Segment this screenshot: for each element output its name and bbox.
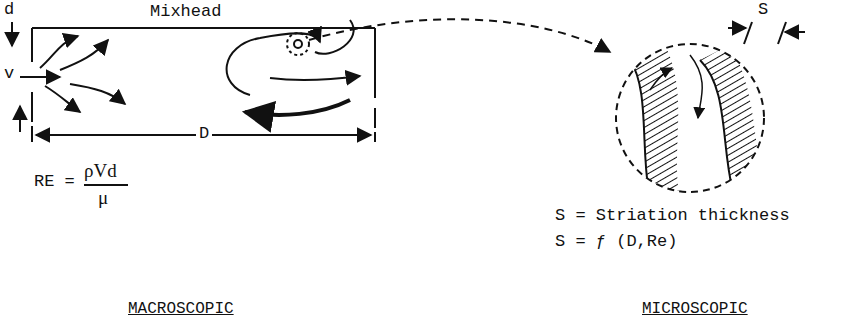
dimension-label: S <box>758 0 768 20</box>
formula-denominator: μ <box>98 187 108 210</box>
formula-numerator: ρVd <box>84 160 117 183</box>
dimension-label: D <box>196 124 212 144</box>
definition-text: S = Striation thickness <box>555 206 790 226</box>
section-heading: MACROSCOPIC <box>128 300 234 319</box>
velocity-label: v <box>4 64 14 84</box>
formula-text: S = ƒ (D,Re) <box>555 232 677 252</box>
part-name: Mixhead <box>150 2 221 22</box>
dimension-label: d <box>4 0 14 20</box>
formula-text: RE = <box>34 172 75 192</box>
section-heading: MICROSCOPIC <box>642 300 748 319</box>
